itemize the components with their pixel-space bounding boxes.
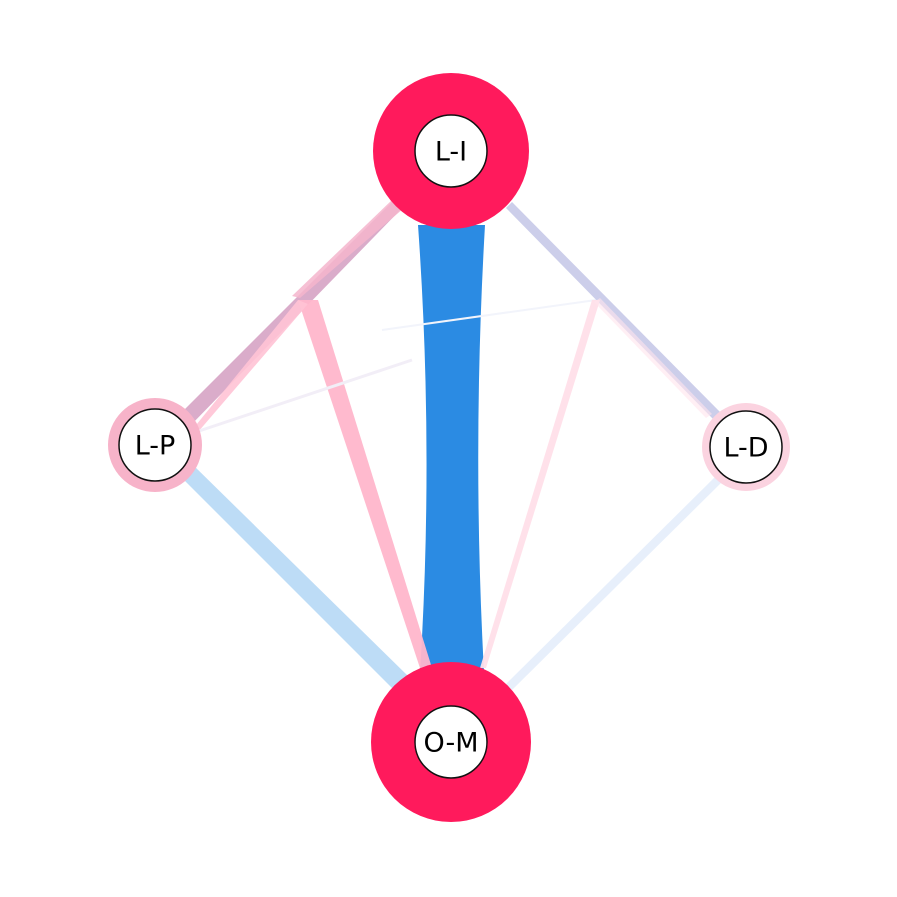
- edge-li-ld-pink-split: [594, 298, 712, 418]
- node-om-label: O-M: [423, 728, 478, 759]
- node-ld-label: L-D: [723, 433, 768, 464]
- edge-lp-om-fan: [192, 300, 308, 432]
- node-lp-label: L-P: [135, 431, 176, 462]
- node-om-core: [414, 705, 488, 779]
- node-ld-core: [709, 410, 783, 484]
- node-om[interactable]: O-M: [371, 662, 531, 822]
- node-li[interactable]: L-I: [373, 73, 529, 229]
- node-lp-core: [118, 408, 192, 482]
- node-li-label: L-I: [435, 137, 467, 168]
- edge-lp-li-faint: [195, 358, 413, 434]
- node-ld[interactable]: L-D: [702, 403, 790, 491]
- edge-li-ld: [506, 202, 722, 420]
- node-li-core: [414, 114, 488, 188]
- edge-li-om[interactable]: [418, 225, 485, 672]
- edge-layer: [176, 196, 722, 690]
- edge-li-lp-highlight: [292, 200, 404, 298]
- node-lp[interactable]: L-P: [108, 398, 202, 492]
- edge-ld-om-pink: [480, 300, 600, 668]
- node-layer: L-I L-P L-D O-M: [108, 73, 790, 822]
- edge-lp-om-blue: [178, 462, 408, 690]
- edge-ld-om-blue: [506, 476, 722, 690]
- edge-lp-ld-faint: [381, 299, 597, 331]
- edge-lp-om: [298, 300, 432, 668]
